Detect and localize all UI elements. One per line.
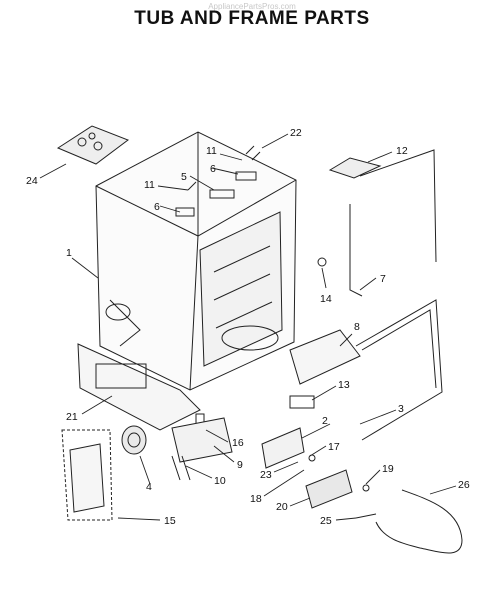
callout-6b: 6 xyxy=(154,201,160,213)
callout-3: 3 xyxy=(398,403,404,415)
callout-7: 7 xyxy=(380,273,386,285)
part-side-panel xyxy=(61,429,113,521)
page-title: TUB AND FRAME PARTS xyxy=(134,8,370,29)
callout-26: 26 xyxy=(458,479,470,491)
callout-13: 13 xyxy=(338,379,350,391)
callout-5: 5 xyxy=(181,171,187,183)
callout-24: 24 xyxy=(26,175,38,187)
callout-20: 20 xyxy=(276,501,288,513)
callout-8: 8 xyxy=(354,321,360,333)
callout-15: 15 xyxy=(164,515,176,527)
callout-17: 17 xyxy=(328,441,340,453)
callout-1: 1 xyxy=(66,247,72,259)
leader-lines xyxy=(39,133,457,521)
callout-2: 2 xyxy=(322,415,328,427)
part-tub xyxy=(95,131,297,391)
part-label-sheet xyxy=(56,125,130,165)
watermark: AppliancePartsPros.com xyxy=(208,2,296,11)
callout-14: 14 xyxy=(320,293,332,305)
callout-11b: 11 xyxy=(144,179,155,191)
part-drain-hose xyxy=(355,489,463,554)
part-valve-group xyxy=(305,454,370,509)
part-door-gasket xyxy=(355,299,443,441)
callout-6a: 6 xyxy=(210,163,216,175)
callout-23: 23 xyxy=(260,469,272,481)
callout-21: 21 xyxy=(66,411,78,423)
callout-19: 19 xyxy=(382,463,394,475)
part-top-brackets xyxy=(175,145,261,217)
callout-10: 10 xyxy=(214,475,226,487)
callout-11a: 11 xyxy=(206,145,217,157)
callout-labels: 1 2 3 4 5 6 6 7 8 9 10 11 11 12 13 14 15… xyxy=(26,127,470,527)
callout-16: 16 xyxy=(232,437,244,449)
callout-4: 4 xyxy=(146,481,152,493)
part-sump-assembly xyxy=(171,413,233,481)
callout-22: 22 xyxy=(290,127,302,139)
callout-12: 12 xyxy=(396,145,408,157)
callout-9: 9 xyxy=(237,459,243,471)
callout-25: 25 xyxy=(320,515,332,527)
part-pump xyxy=(121,425,147,455)
part-side-seal xyxy=(317,149,437,297)
callout-18: 18 xyxy=(250,493,262,505)
part-mount-brackets xyxy=(261,395,315,469)
